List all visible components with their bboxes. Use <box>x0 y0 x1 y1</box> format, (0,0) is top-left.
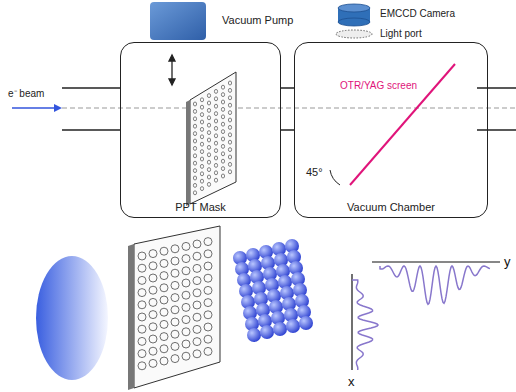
angle-arc <box>330 170 340 185</box>
beamlets <box>233 239 313 342</box>
beam-label: e⁻ beam <box>8 86 44 100</box>
beam-pipe <box>281 88 294 130</box>
mask-panel <box>128 226 220 390</box>
screen-label: OTR/YAG screen <box>340 80 417 91</box>
camera-label: EMCCD Camera <box>380 8 455 19</box>
axis-label: y <box>504 254 511 269</box>
angle-label: 45° <box>306 166 323 178</box>
vacuum-chamber: PPT Mask <box>120 42 281 218</box>
chamber-label: PPT Mask <box>121 201 280 213</box>
mask-plate <box>186 72 236 206</box>
pump-symbol <box>150 2 206 40</box>
beam-arrowhead <box>54 104 62 112</box>
camera-symbol <box>338 4 370 26</box>
chamber-label: Vacuum Chamber <box>295 201 487 213</box>
light-port <box>336 30 372 38</box>
pump-label: Vacuum Pump <box>222 14 293 26</box>
beam-ellipse <box>36 256 108 380</box>
beam-pipe <box>62 88 516 130</box>
profile-axes <box>352 262 500 370</box>
vacuum-chamber: Vacuum Chamber <box>294 42 488 218</box>
beam-axis <box>62 108 516 109</box>
x-profile <box>352 280 378 370</box>
port-label: Light port <box>380 28 422 39</box>
motion-arrow <box>169 55 175 85</box>
y-profile <box>380 266 490 304</box>
axis-label: x <box>348 374 355 389</box>
beam-arrow <box>12 107 58 109</box>
